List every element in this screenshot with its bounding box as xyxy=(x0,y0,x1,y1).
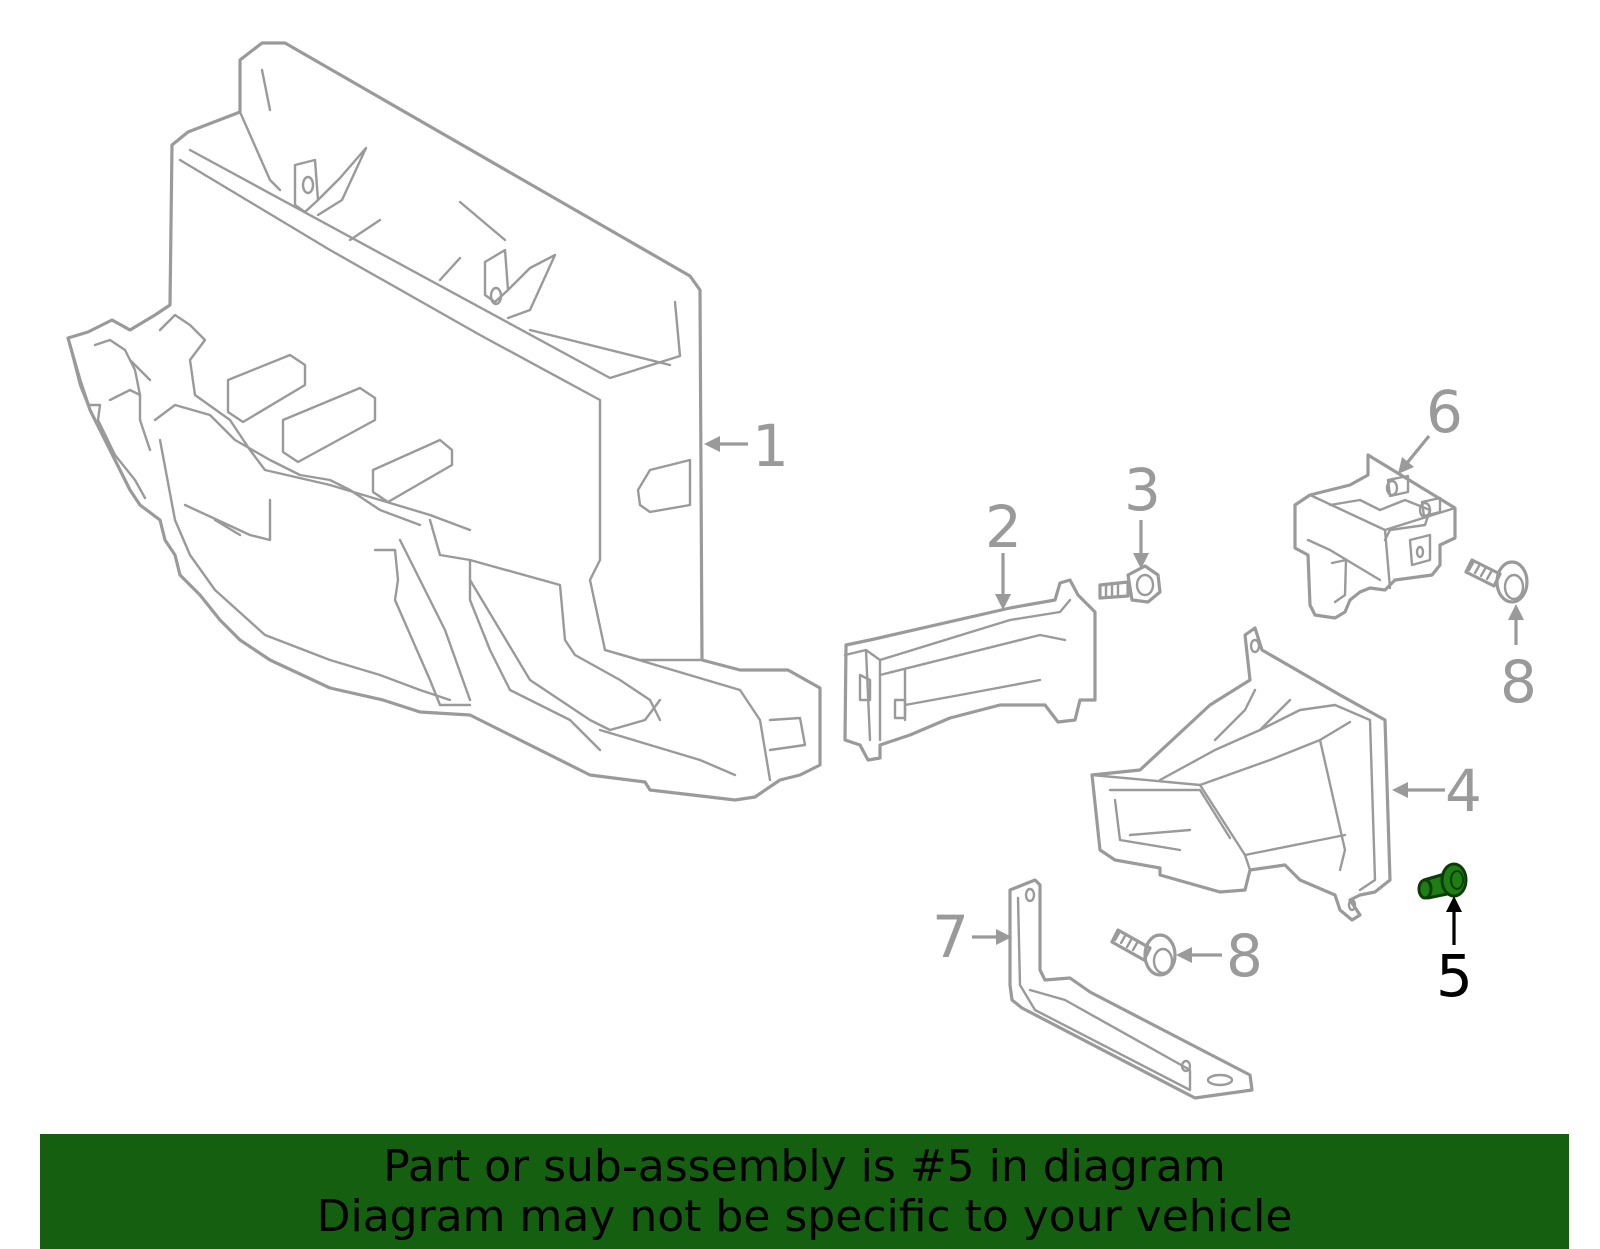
info-banner: Part or sub-assembly is #5 in diagram Di… xyxy=(40,1134,1569,1249)
callout-1: 1 xyxy=(752,412,789,480)
parts-diagram: 1 2 3 4 5 6 7 8 8 xyxy=(66,41,1537,1100)
banner-line-disclaimer: Diagram may not be specific to your vehi… xyxy=(316,1190,1293,1242)
callout-5: 5 xyxy=(1436,942,1473,1010)
callout-4: 4 xyxy=(1445,757,1482,825)
leader-arrows xyxy=(704,434,1524,963)
callout-8-lower: 8 xyxy=(1226,922,1263,990)
part-8-bolt-upper xyxy=(1464,558,1529,604)
part-1-air-guide-panel xyxy=(66,41,822,802)
banner-line-part-number: Part or sub-assembly is #5 in diagram xyxy=(383,1140,1226,1192)
callout-labels: 1 2 3 4 5 6 7 8 8 xyxy=(752,378,1537,1010)
part-2-air-duct xyxy=(843,578,1097,762)
callout-7: 7 xyxy=(932,903,969,971)
part-4-air-duct xyxy=(1090,626,1392,922)
callout-2: 2 xyxy=(985,493,1022,561)
callout-8-upper: 8 xyxy=(1500,648,1537,716)
part-7-bracket xyxy=(1008,878,1254,1100)
part-6-bracket xyxy=(1293,453,1457,620)
part-3-nut xyxy=(1098,564,1162,604)
part-8-bolt-lower xyxy=(1110,928,1177,977)
callout-3: 3 xyxy=(1124,456,1161,524)
callout-6: 6 xyxy=(1426,378,1463,446)
part-5-bolt-highlighted xyxy=(1417,862,1468,900)
